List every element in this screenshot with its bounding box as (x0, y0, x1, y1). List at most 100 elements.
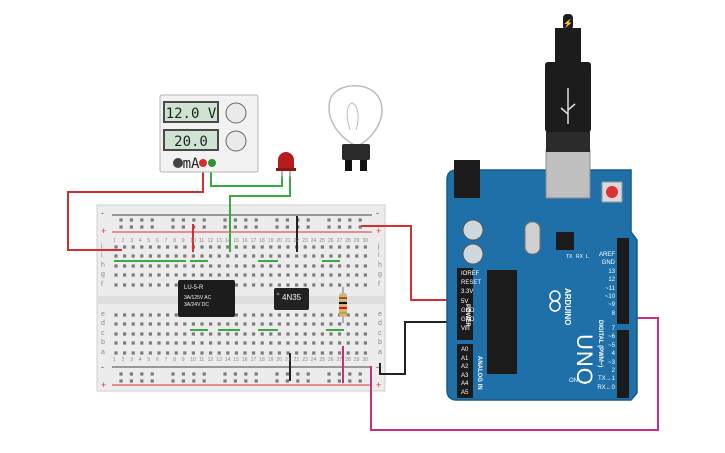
breadboard-hole[interactable] (140, 245, 144, 249)
breadboard-hole[interactable] (286, 254, 290, 258)
breadboard-hole[interactable] (303, 264, 307, 268)
breadboard-hole[interactable] (254, 379, 258, 383)
breadboard-hole[interactable] (346, 273, 350, 277)
optocoupler-4n35[interactable] (274, 288, 309, 310)
breadboard-hole[interactable] (320, 283, 324, 287)
breadboard-hole[interactable] (348, 379, 352, 383)
breadboard-hole[interactable] (303, 322, 307, 326)
breadboard-hole[interactable] (140, 322, 144, 326)
breadboard-hole[interactable] (269, 322, 273, 326)
breadboard-hole[interactable] (312, 332, 316, 336)
breadboard-hole[interactable] (329, 254, 333, 258)
breadboard-hole[interactable] (200, 245, 204, 249)
breadboard-hole[interactable] (277, 264, 281, 268)
breadboard-hole[interactable] (306, 379, 310, 383)
breadboard-hole[interactable] (312, 254, 316, 258)
breadboard-hole[interactable] (329, 341, 333, 345)
breadboard-hole[interactable] (286, 351, 290, 355)
light-bulb[interactable] (328, 85, 383, 171)
breadboard-hole[interactable] (327, 379, 331, 383)
breadboard-hole[interactable] (171, 372, 175, 376)
breadboard-hole[interactable] (243, 341, 247, 345)
breadboard-hole[interactable] (114, 351, 118, 355)
breadboard-hole[interactable] (363, 264, 367, 268)
breadboard-hole[interactable] (252, 273, 256, 277)
breadboard-hole[interactable] (200, 351, 204, 355)
breadboard-hole[interactable] (252, 254, 256, 258)
breadboard-hole[interactable] (174, 254, 178, 258)
breadboard-hole[interactable] (355, 273, 359, 277)
breadboard-hole[interactable] (200, 273, 204, 277)
breadboard-hole[interactable] (358, 372, 362, 376)
breadboard-hole[interactable] (123, 245, 127, 249)
breadboard-hole[interactable] (260, 264, 264, 268)
breadboard-hole[interactable] (355, 341, 359, 345)
breadboard-hole[interactable] (234, 322, 238, 326)
breadboard-hole[interactable] (306, 218, 310, 222)
breadboard-hole[interactable] (320, 341, 324, 345)
breadboard-hole[interactable] (286, 313, 290, 317)
wire-psu-positive[interactable] (67, 165, 204, 251)
breadboard-hole[interactable] (285, 379, 289, 383)
breadboard-hole[interactable] (286, 322, 290, 326)
breadboard-hole[interactable] (119, 372, 123, 376)
breadboard-hole[interactable] (166, 351, 170, 355)
breadboard-hole[interactable] (226, 322, 230, 326)
breadboard-hole[interactable] (181, 225, 185, 229)
breadboard-hole[interactable] (252, 341, 256, 345)
breadboard-hole[interactable] (191, 341, 195, 345)
breadboard-hole[interactable] (234, 273, 238, 277)
breadboard-hole[interactable] (148, 341, 152, 345)
breadboard-hole[interactable] (355, 322, 359, 326)
breadboard-hole[interactable] (295, 273, 299, 277)
breadboard-hole[interactable] (202, 218, 206, 222)
breadboard-hole[interactable] (140, 254, 144, 258)
breadboard-hole[interactable] (260, 254, 264, 258)
breadboard-hole[interactable] (329, 313, 333, 317)
breadboard-hole[interactable] (254, 225, 258, 229)
breadboard-hole[interactable] (269, 313, 273, 317)
breadboard-hole[interactable] (254, 218, 258, 222)
breadboard-hole[interactable] (114, 332, 118, 336)
breadboard-hole[interactable] (200, 332, 204, 336)
breadboard-hole[interactable] (140, 264, 144, 268)
breadboard-hole[interactable] (217, 245, 221, 249)
breadboard-hole[interactable] (234, 313, 238, 317)
breadboard-hole[interactable] (223, 225, 227, 229)
wire-5v[interactable] (361, 225, 450, 301)
wires[interactable] (67, 165, 659, 431)
breadboard-hole[interactable] (157, 332, 161, 336)
breadboard-hole[interactable] (140, 313, 144, 317)
breadboard-hole[interactable] (234, 341, 238, 345)
breadboard-hole[interactable] (217, 351, 221, 355)
breadboard-hole[interactable] (277, 273, 281, 277)
breadboard-hole[interactable] (114, 322, 118, 326)
breadboard-hole[interactable] (129, 218, 133, 222)
breadboard-hole[interactable] (192, 372, 196, 376)
breadboard-hole[interactable] (209, 332, 213, 336)
breadboard-hole[interactable] (338, 264, 342, 268)
breadboard-hole[interactable] (303, 254, 307, 258)
breadboard-hole[interactable] (277, 245, 281, 249)
breadboard-hole[interactable] (337, 225, 341, 229)
breadboard-hole[interactable] (260, 313, 264, 317)
breadboard-hole[interactable] (209, 273, 213, 277)
breadboard-hole[interactable] (123, 254, 127, 258)
breadboard-hole[interactable] (200, 264, 204, 268)
breadboard-hole[interactable] (226, 245, 230, 249)
breadboard-hole[interactable] (355, 332, 359, 336)
breadboard-hole[interactable] (303, 341, 307, 345)
breadboard-hole[interactable] (131, 273, 135, 277)
breadboard-hole[interactable] (355, 283, 359, 287)
breadboard-hole[interactable] (181, 379, 185, 383)
breadboard-hole[interactable] (269, 332, 273, 336)
breadboard-hole[interactable] (183, 264, 187, 268)
breadboard-hole[interactable] (140, 273, 144, 277)
breadboard-hole[interactable] (123, 264, 127, 268)
breadboard-hole[interactable] (320, 332, 324, 336)
breadboard-hole[interactable] (234, 283, 238, 287)
digital-header-high[interactable] (617, 238, 629, 324)
breadboard-hole[interactable] (174, 351, 178, 355)
breadboard-hole[interactable] (150, 218, 154, 222)
breadboard-hole[interactable] (320, 245, 324, 249)
